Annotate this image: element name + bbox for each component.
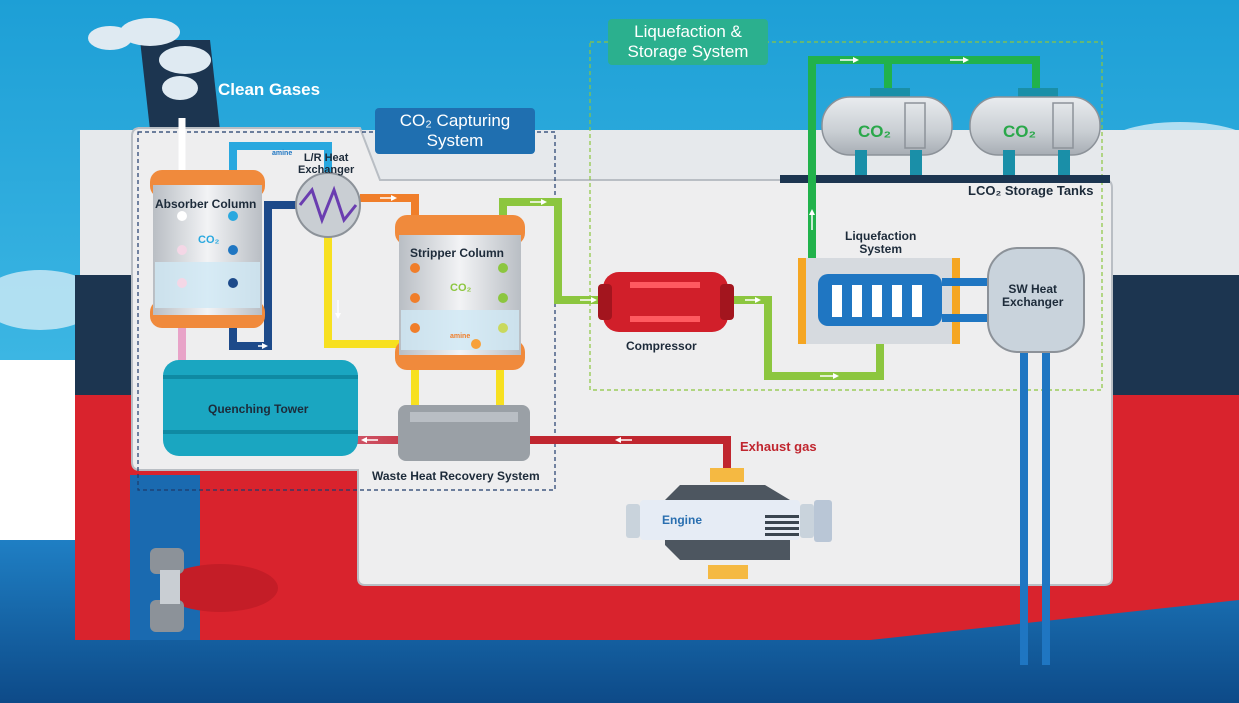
lr-heat-exchanger-line1: L/R Heat (303, 152, 349, 164)
engine-label: Engine (662, 513, 703, 527)
amine-top-label: amine (272, 150, 293, 157)
liquefaction-system-line2: System (859, 242, 903, 257)
lr-heat-exchanger-line2: Exchanger (298, 164, 355, 177)
amine-stripper-label: amine (450, 333, 471, 340)
tank-right-co2-label: CO₂ (1003, 122, 1037, 141)
waste-heat-recovery-label: Waste Heat Recovery System (372, 469, 540, 483)
quenching-tower-label: Quenching Tower (208, 402, 309, 416)
pipe-amine-rich (229, 201, 300, 350)
lco2-tank-right (969, 88, 1101, 175)
smoke (88, 18, 211, 100)
compressor-label: Compressor (626, 339, 697, 353)
liquefaction-system-label: Liquefaction System (845, 229, 917, 257)
absorber-column-label: Absorber Column (155, 197, 257, 211)
tank-deck (780, 175, 1110, 183)
co2-capturing-system-title: CO₂ Capturing System (375, 108, 535, 154)
liquefaction-storage-title: Liquefaction & Storage System (608, 19, 768, 65)
stripper-co2-label: CO₂ (450, 282, 472, 294)
absorber-co2-label: CO₂ (198, 234, 220, 246)
stripper-dots (410, 263, 508, 349)
pipe-yellow-lr (324, 232, 405, 348)
quenching-tower (163, 360, 358, 456)
lr-heat-exchanger (295, 172, 361, 238)
rudder (162, 564, 278, 612)
liquefaction-storage-line1: Liquefaction & (634, 21, 742, 41)
lco2-storage-tanks-label: LCO₂ Storage Tanks (968, 183, 1094, 198)
co2-capturing-line2: System (426, 131, 484, 150)
deck-enclosure (131, 127, 1113, 586)
pipe-amine-lean (229, 142, 332, 180)
lr-heat-exchanger-label: L/R Heat Exchanger (298, 152, 354, 176)
liquefaction-system-line1: Liquefaction (845, 229, 917, 243)
tank-left-co2-label: CO₂ (858, 122, 892, 141)
pipes-sea-water (1020, 330, 1050, 665)
engine (626, 468, 832, 579)
propeller (150, 548, 184, 632)
pipe-green-co2 (499, 198, 600, 304)
clean-gases-label: Clean Gases (218, 80, 321, 99)
pipe-orange (360, 194, 419, 220)
liquefaction-system-boundary (589, 41, 1103, 391)
liquefaction-unit (798, 258, 1000, 344)
sw-heat-exchanger-label: SW Heat Exchanger (1002, 282, 1064, 310)
waste-heat-recovery-unit (398, 405, 530, 461)
exhaust-gas-label: Exhaust gas (740, 439, 817, 454)
capture-system-boundary (137, 131, 556, 491)
lco2-tank-left (821, 88, 953, 175)
absorber-column (150, 170, 265, 328)
absorber-dots (177, 211, 238, 288)
pipe-green-lco2 (808, 56, 1040, 258)
sw-heat-exchanger-line2: Exchanger (1002, 295, 1064, 310)
liquefaction-storage-line2: Storage System (627, 42, 749, 61)
stripper-column-label: Stripper Column (410, 246, 505, 260)
sw-heat-exchanger-line1: SW Heat (1008, 282, 1058, 296)
compressor (598, 272, 734, 332)
flow-arrows (179, 57, 969, 443)
sw-heat-exchanger (987, 247, 1085, 353)
co2-capturing-line1: CO₂ Capturing (399, 110, 511, 130)
